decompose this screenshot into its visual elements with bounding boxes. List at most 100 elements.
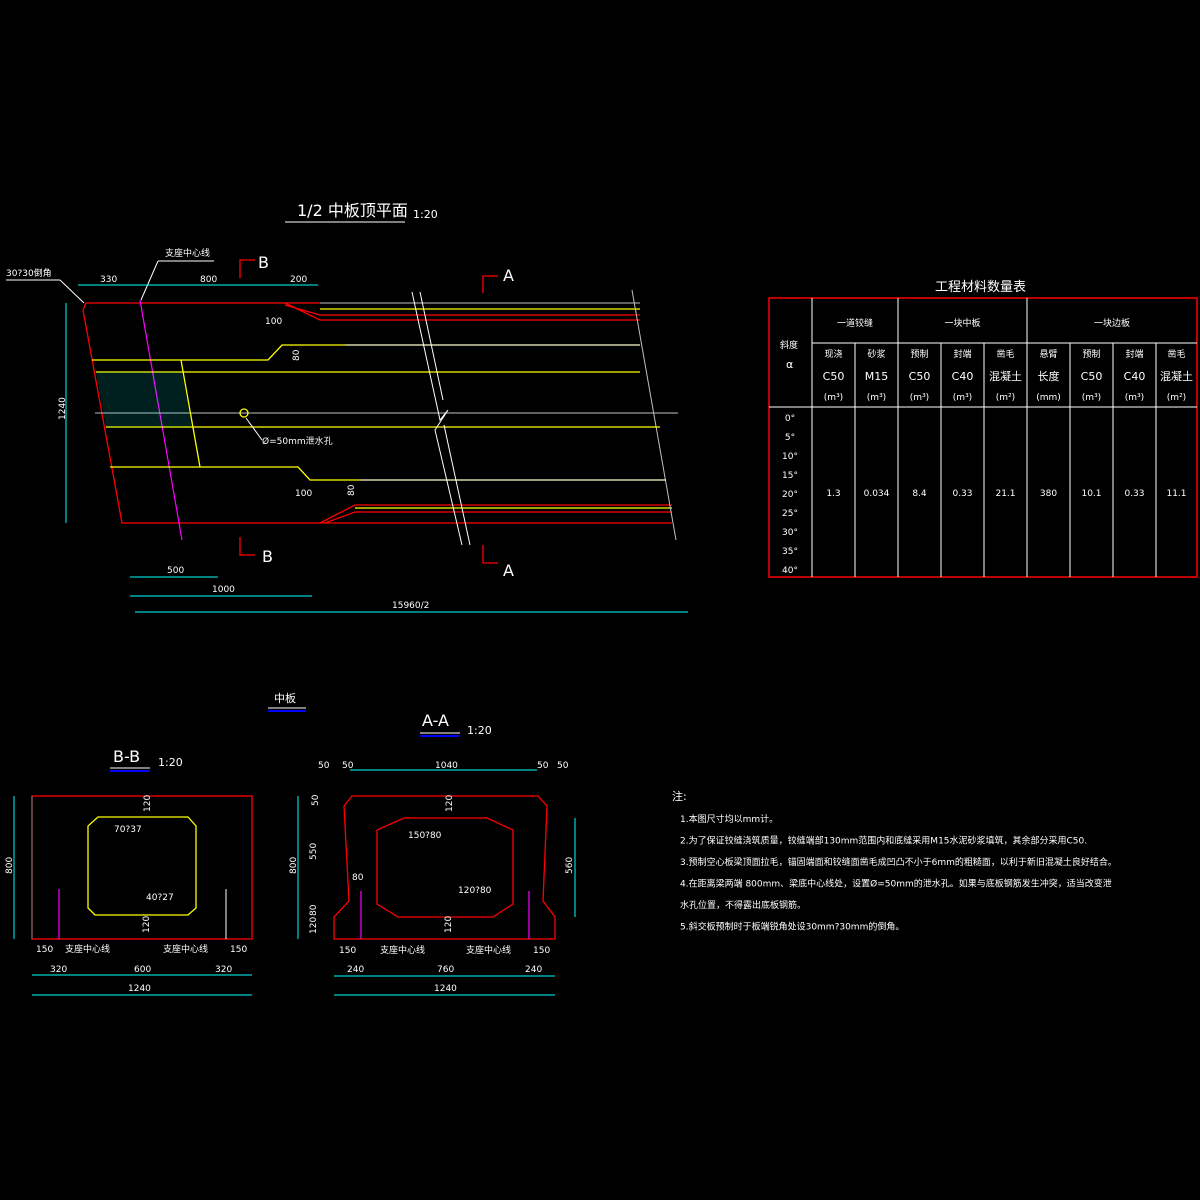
angle-value: 40° [782, 566, 798, 576]
column-header: 凿毛 [996, 348, 1014, 360]
column-header: (m³) [867, 393, 886, 403]
dim-150-right: 150 [533, 946, 550, 956]
dim-320-left: 320 [50, 965, 67, 975]
note-item: 2.为了保证铰缝浇筑质量，铰缝端部130mm范围内和底缝采用M15水泥砂浆填筑，… [680, 835, 1087, 847]
chamfer-bottom: 40?27 [146, 893, 174, 903]
dim-80-v: 80 [309, 904, 319, 916]
column-header: (m²) [1167, 393, 1186, 403]
column-header: 混凝土 [1160, 369, 1193, 383]
table-value: 11.1 [1166, 489, 1186, 499]
column-header: (m³) [824, 393, 843, 403]
column-header: C40 [1124, 370, 1146, 383]
section-marker-a-top: A [503, 266, 514, 285]
dim-80: 80 [292, 349, 302, 361]
column-header: (m³) [1082, 393, 1101, 403]
skew-end-line [631, 289, 677, 541]
column-header: (m³) [910, 393, 929, 403]
column-header: 悬臂 [1039, 348, 1057, 360]
group-header: 一道铰缝 [837, 317, 873, 329]
dim-80-b: 80 [347, 484, 357, 496]
note-item: 5.斜交板预制时于板端锐角处设30mm?30mm的倒角。 [680, 921, 904, 933]
dim-120-top: 120 [143, 795, 153, 812]
dim-50-b: 50 [342, 761, 354, 771]
column-header: 预制 [910, 348, 928, 360]
material-quantity-table: 工程材料数量表 斜度 α 一道铰缝一块中板一块边板现浇C50(m³)1.3砂浆M… [768, 280, 1198, 578]
column-header: M15 [865, 370, 889, 383]
angle-value: 35° [782, 547, 798, 557]
support-label-right: 支座中心线 [466, 944, 511, 956]
dim-150-right: 150 [230, 945, 247, 955]
dim-50-c: 50 [537, 761, 549, 771]
plan-view: 1/2 中板顶平面 1:20 Ø=50mm泄水孔 30?30倒角 支座中心线 [6, 201, 688, 613]
column-header: (m²) [996, 393, 1015, 403]
column-header: 封端 [953, 348, 971, 360]
note-item: 4.在距离梁两端 800mm、梁底中心线处，设置Ø=50mm的泄水孔。如果与底板… [680, 878, 1112, 890]
angle-value: 10° [782, 452, 798, 462]
dim-800: 800 [289, 857, 299, 874]
drain-hole-label: Ø=50mm泄水孔 [262, 435, 333, 447]
dim-1040: 1040 [435, 761, 458, 771]
dim-240-left: 240 [347, 965, 364, 975]
dim-120-top: 120 [445, 795, 455, 812]
column-header: 砂浆 [867, 348, 885, 360]
dim-120-bottom: 120 [142, 916, 152, 933]
section-aa: A-A 1:20 50 50 1040 50 50 800 50 550 80 … [289, 711, 576, 996]
column-header: (mm) [1036, 393, 1061, 403]
table-value: 21.1 [995, 489, 1015, 499]
plan-title: 1/2 中板顶平面 [297, 201, 408, 220]
support-label-left: 支座中心线 [65, 943, 110, 955]
column-header: 封端 [1125, 348, 1143, 360]
column-header: C40 [952, 370, 974, 383]
column-header: (m³) [953, 393, 972, 403]
note-item: 3.预制空心板梁顶面拉毛，锚固端面和铰缝面凿毛成凹凸不小于6mm的粗糙面，以利于… [680, 856, 1117, 868]
dim-150-left: 150 [36, 945, 53, 955]
dim-560: 560 [565, 857, 575, 874]
dim-500: 500 [167, 566, 184, 576]
dim-1240: 1240 [434, 984, 457, 994]
dim-550: 550 [309, 843, 319, 860]
dim-total: 15960/2 [392, 601, 429, 611]
dim-100-b: 100 [295, 489, 312, 499]
dim-760: 760 [437, 965, 454, 975]
section-marker-a-bottom: A [503, 561, 514, 580]
table-value: 8.4 [912, 489, 927, 499]
column-header: (m³) [1125, 393, 1144, 403]
section-bb-title: B-B [113, 747, 140, 766]
angle-symbol: α [786, 358, 793, 371]
section-marker-b-bottom: B [262, 547, 273, 566]
table-value: 380 [1040, 489, 1057, 499]
dim-1000: 1000 [212, 585, 235, 595]
dim-320-right: 320 [215, 965, 232, 975]
angle-header: 斜度 [780, 339, 798, 351]
angle-value: 30° [782, 528, 798, 538]
dim-50-v: 50 [311, 794, 321, 806]
dim-240-right: 240 [525, 965, 542, 975]
dim-600: 600 [134, 965, 151, 975]
table-value: 0.034 [864, 489, 890, 499]
dim-1240: 1240 [58, 397, 68, 420]
support-label-right: 支座中心线 [163, 943, 208, 955]
mid-plate-label: 中板 [274, 691, 296, 705]
dim-50-a: 50 [318, 761, 330, 771]
table-value: 0.33 [1124, 489, 1144, 499]
column-header: C50 [1081, 370, 1103, 383]
notes: 注: 1.本图尺寸均以mm计。2.为了保证铰缝浇筑质量，铰缝端部130mm范围内… [672, 789, 1117, 933]
column-header: 长度 [1038, 369, 1060, 383]
table-value: 1.3 [826, 489, 840, 499]
section-bb: B-B 1:20 800 120 120 70?37 40?27 150 支座中… [5, 747, 253, 996]
dim-150-left: 150 [339, 946, 356, 956]
group-header: 一块中板 [944, 317, 980, 329]
section-marker-b-top: B [258, 253, 269, 272]
column-header: 凿毛 [1167, 348, 1185, 360]
table-value: 0.33 [952, 489, 972, 499]
dim-1240: 1240 [128, 984, 151, 994]
column-header: 预制 [1082, 348, 1100, 360]
dim-800: 800 [5, 857, 15, 874]
dim-200: 200 [290, 275, 307, 285]
angle-value: 20° [782, 490, 798, 500]
section-aa-title: A-A [422, 711, 449, 730]
break-line [411, 291, 471, 546]
group-header: 一块边板 [1094, 317, 1130, 329]
hatched-hinge-region [96, 372, 192, 427]
